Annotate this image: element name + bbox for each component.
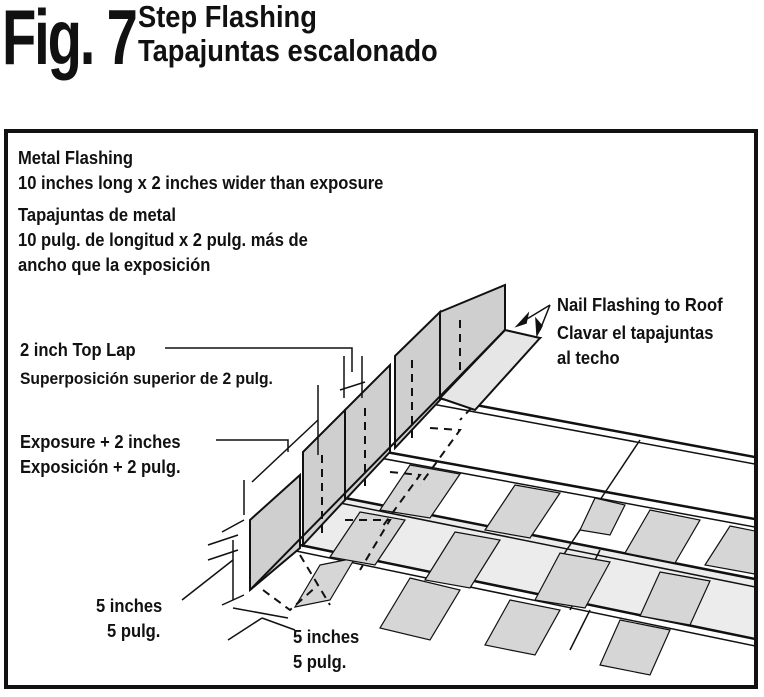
figure-title: Step Flashing Tapajuntas escalonado [138, 0, 438, 68]
metal-flashing-label-es: Tapajuntas de metal 10 pulg. de longitud… [18, 205, 308, 275]
horizontal-dimension-label: 5 inches 5 pulg. [293, 627, 360, 672]
figure-number: Fig. 7 [2, 0, 138, 81]
shingle-tabs-row-1 [300, 498, 754, 639]
vertical-dimension-label: 5 inches 5 pulg. [96, 596, 163, 641]
flashing-pieces [249, 283, 506, 593]
top-lap-label: 2 inch Top Lap Superposición superior de… [20, 340, 273, 388]
figure-title-es: Tapajuntas escalonado [138, 33, 438, 68]
figure-title-en: Step Flashing [138, 0, 317, 34]
nail-flashing-label: Nail Flashing to Roof Clavar el tapajunt… [557, 295, 723, 368]
diagram-frame [4, 129, 758, 689]
shingle-tab-shapes [293, 464, 754, 676]
leader-lines [165, 304, 551, 641]
exposure-label: Exposure + 2 inches Exposición + 2 pulg. [20, 432, 181, 477]
metal-flashing-label-en: Metal Flashing 10 inches long x 2 inches… [18, 148, 384, 193]
